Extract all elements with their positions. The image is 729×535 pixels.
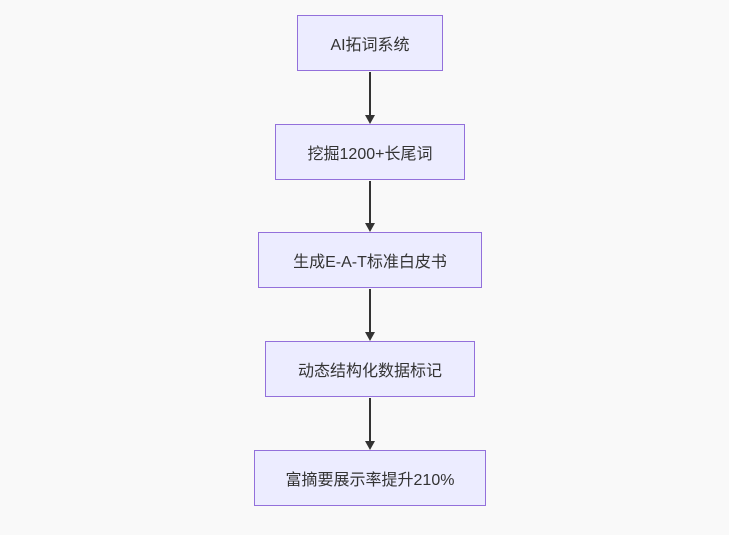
arrow-line xyxy=(369,72,371,118)
arrow-line xyxy=(369,398,371,444)
arrow-down-icon xyxy=(364,181,376,232)
flow-node-eat-whitepaper: 生成E-A-T标准白皮书 xyxy=(258,232,482,288)
arrow-down-icon xyxy=(364,289,376,341)
flow-node-ai-word-expansion-system: AI拓词系统 xyxy=(297,15,443,71)
flow-node-label: AI拓词系统 xyxy=(330,37,410,54)
arrow-head-icon xyxy=(365,223,375,232)
flow-node-label: 挖掘1200+长尾词 xyxy=(307,146,433,163)
flow-node-label: 富摘要展示率提升210% xyxy=(285,472,455,489)
flow-node-rich-snippet-rate: 富摘要展示率提升210% xyxy=(254,450,486,506)
arrow-head-icon xyxy=(365,115,375,124)
flow-node-longtail-keywords: 挖掘1200+长尾词 xyxy=(275,124,465,180)
flow-node-label: 生成E-A-T标准白皮书 xyxy=(293,254,447,271)
arrow-down-icon xyxy=(364,398,376,450)
flow-node-label: 动态结构化数据标记 xyxy=(297,363,442,380)
arrow-line xyxy=(369,181,371,226)
arrow-head-icon xyxy=(365,332,375,341)
arrow-head-icon xyxy=(365,441,375,450)
arrow-line xyxy=(369,289,371,335)
flow-node-structured-data-markup: 动态结构化数据标记 xyxy=(265,341,475,397)
arrow-down-icon xyxy=(364,72,376,124)
